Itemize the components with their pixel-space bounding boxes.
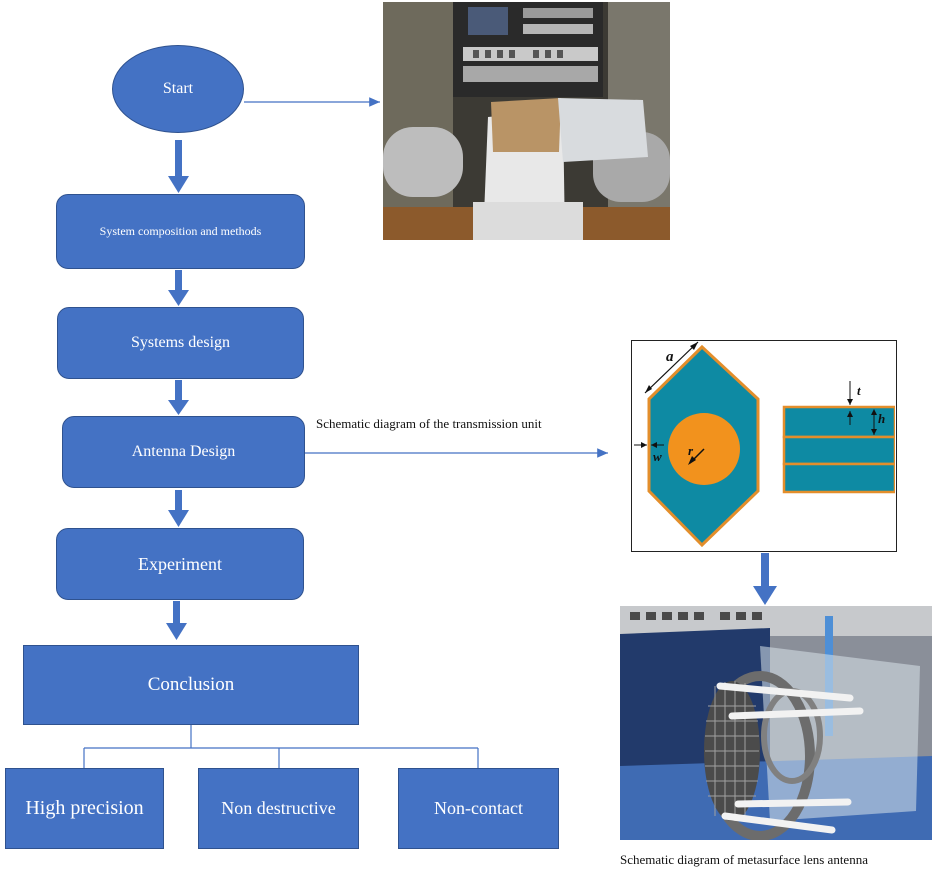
measurement-setup-photo (383, 2, 670, 240)
down-arrow (166, 601, 187, 640)
antenna-design-label: Antenna Design (131, 443, 236, 460)
label-h: h (878, 411, 886, 426)
start-node: Start (112, 45, 244, 133)
down-arrow (168, 270, 189, 306)
conclusion-node: Conclusion (23, 645, 359, 725)
label-t: t (857, 383, 861, 398)
system-composition-label: System composition and methods (99, 224, 262, 238)
label-w: w (653, 449, 662, 464)
systems-design-node: Systems design (57, 307, 304, 379)
transmission-unit-schematic: a t h w r (631, 340, 897, 552)
outcome-non-destructive: Non destructive (198, 768, 359, 849)
lens-antenna-caption: Schematic diagram of metasurface lens an… (620, 852, 868, 867)
label-r: r (688, 443, 694, 458)
label-a: a (666, 349, 674, 365)
antenna-design-node: Antenna Design (62, 416, 305, 488)
down-arrow (168, 380, 189, 415)
outcome-non-contact: Non-contact (398, 768, 559, 849)
down-arrow (753, 553, 777, 605)
start-label: Start (162, 80, 194, 97)
outcome-label: High precision (25, 797, 144, 819)
systems-design-label: Systems design (130, 334, 231, 351)
transmission-unit-caption: Schematic diagram of the transmission un… (316, 416, 542, 431)
system-composition-node: System composition and methods (56, 194, 305, 269)
conclusion-label: Conclusion (147, 674, 235, 695)
down-arrow (168, 490, 189, 527)
lens-antenna-photo (620, 606, 932, 840)
conclusion-tree (83, 725, 479, 768)
outcome-high-precision: High precision (5, 768, 164, 849)
outcome-label: Non-contact (434, 798, 523, 818)
down-arrow (168, 140, 189, 193)
experiment-label: Experiment (138, 553, 222, 574)
outcome-label: Non destructive (221, 798, 336, 818)
experiment-node: Experiment (56, 528, 304, 600)
